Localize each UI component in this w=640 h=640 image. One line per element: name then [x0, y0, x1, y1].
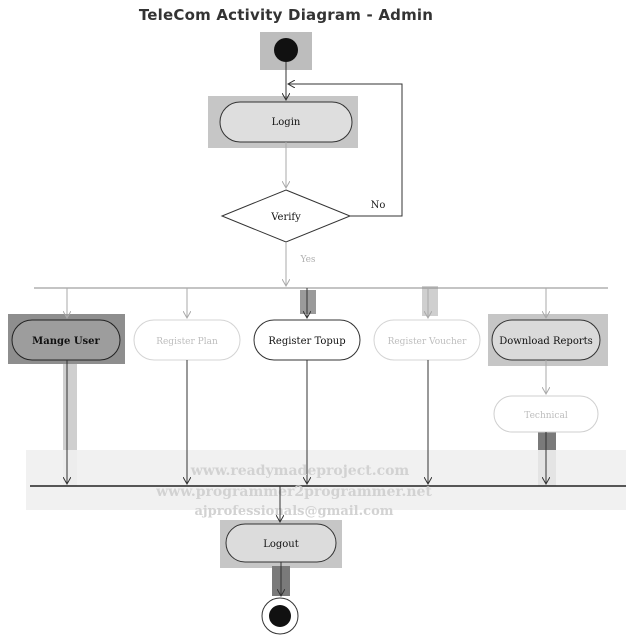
- manage-user-action: [11, 319, 121, 361]
- register-voucher-label: Register Voucher: [388, 337, 468, 347]
- watermark-band: [26, 450, 626, 510]
- highlight-topup-arrow: [300, 290, 316, 314]
- edge-no-label: No: [371, 200, 386, 211]
- logout-label: Logout: [263, 539, 299, 550]
- watermark-line-3: ajprofessionals@gmail.com: [195, 504, 394, 519]
- watermark-line-1: www.readymadeproject.com: [190, 463, 410, 479]
- register-plan-label: Register Plan: [156, 337, 218, 347]
- start-node: [274, 38, 298, 62]
- register-voucher-action: [373, 319, 481, 361]
- technical-label: Technical: [524, 411, 568, 421]
- diagram-title: TeleCom Activity Diagram - Admin: [138, 6, 434, 24]
- watermark-line-2: www.programmer2programmer.net: [155, 484, 432, 500]
- end-node: [269, 605, 291, 627]
- manage-user-label: Mange User: [32, 336, 100, 347]
- edge-yes-label: Yes: [299, 255, 315, 265]
- login-label: Login: [272, 117, 301, 128]
- highlight-voucher-arrow: [422, 286, 438, 316]
- verify-label: Verify: [270, 212, 301, 223]
- download-reports-label: Download Reports: [499, 336, 593, 347]
- register-topup-label: Register Topup: [268, 336, 345, 347]
- edge-verify-no: [288, 84, 403, 217]
